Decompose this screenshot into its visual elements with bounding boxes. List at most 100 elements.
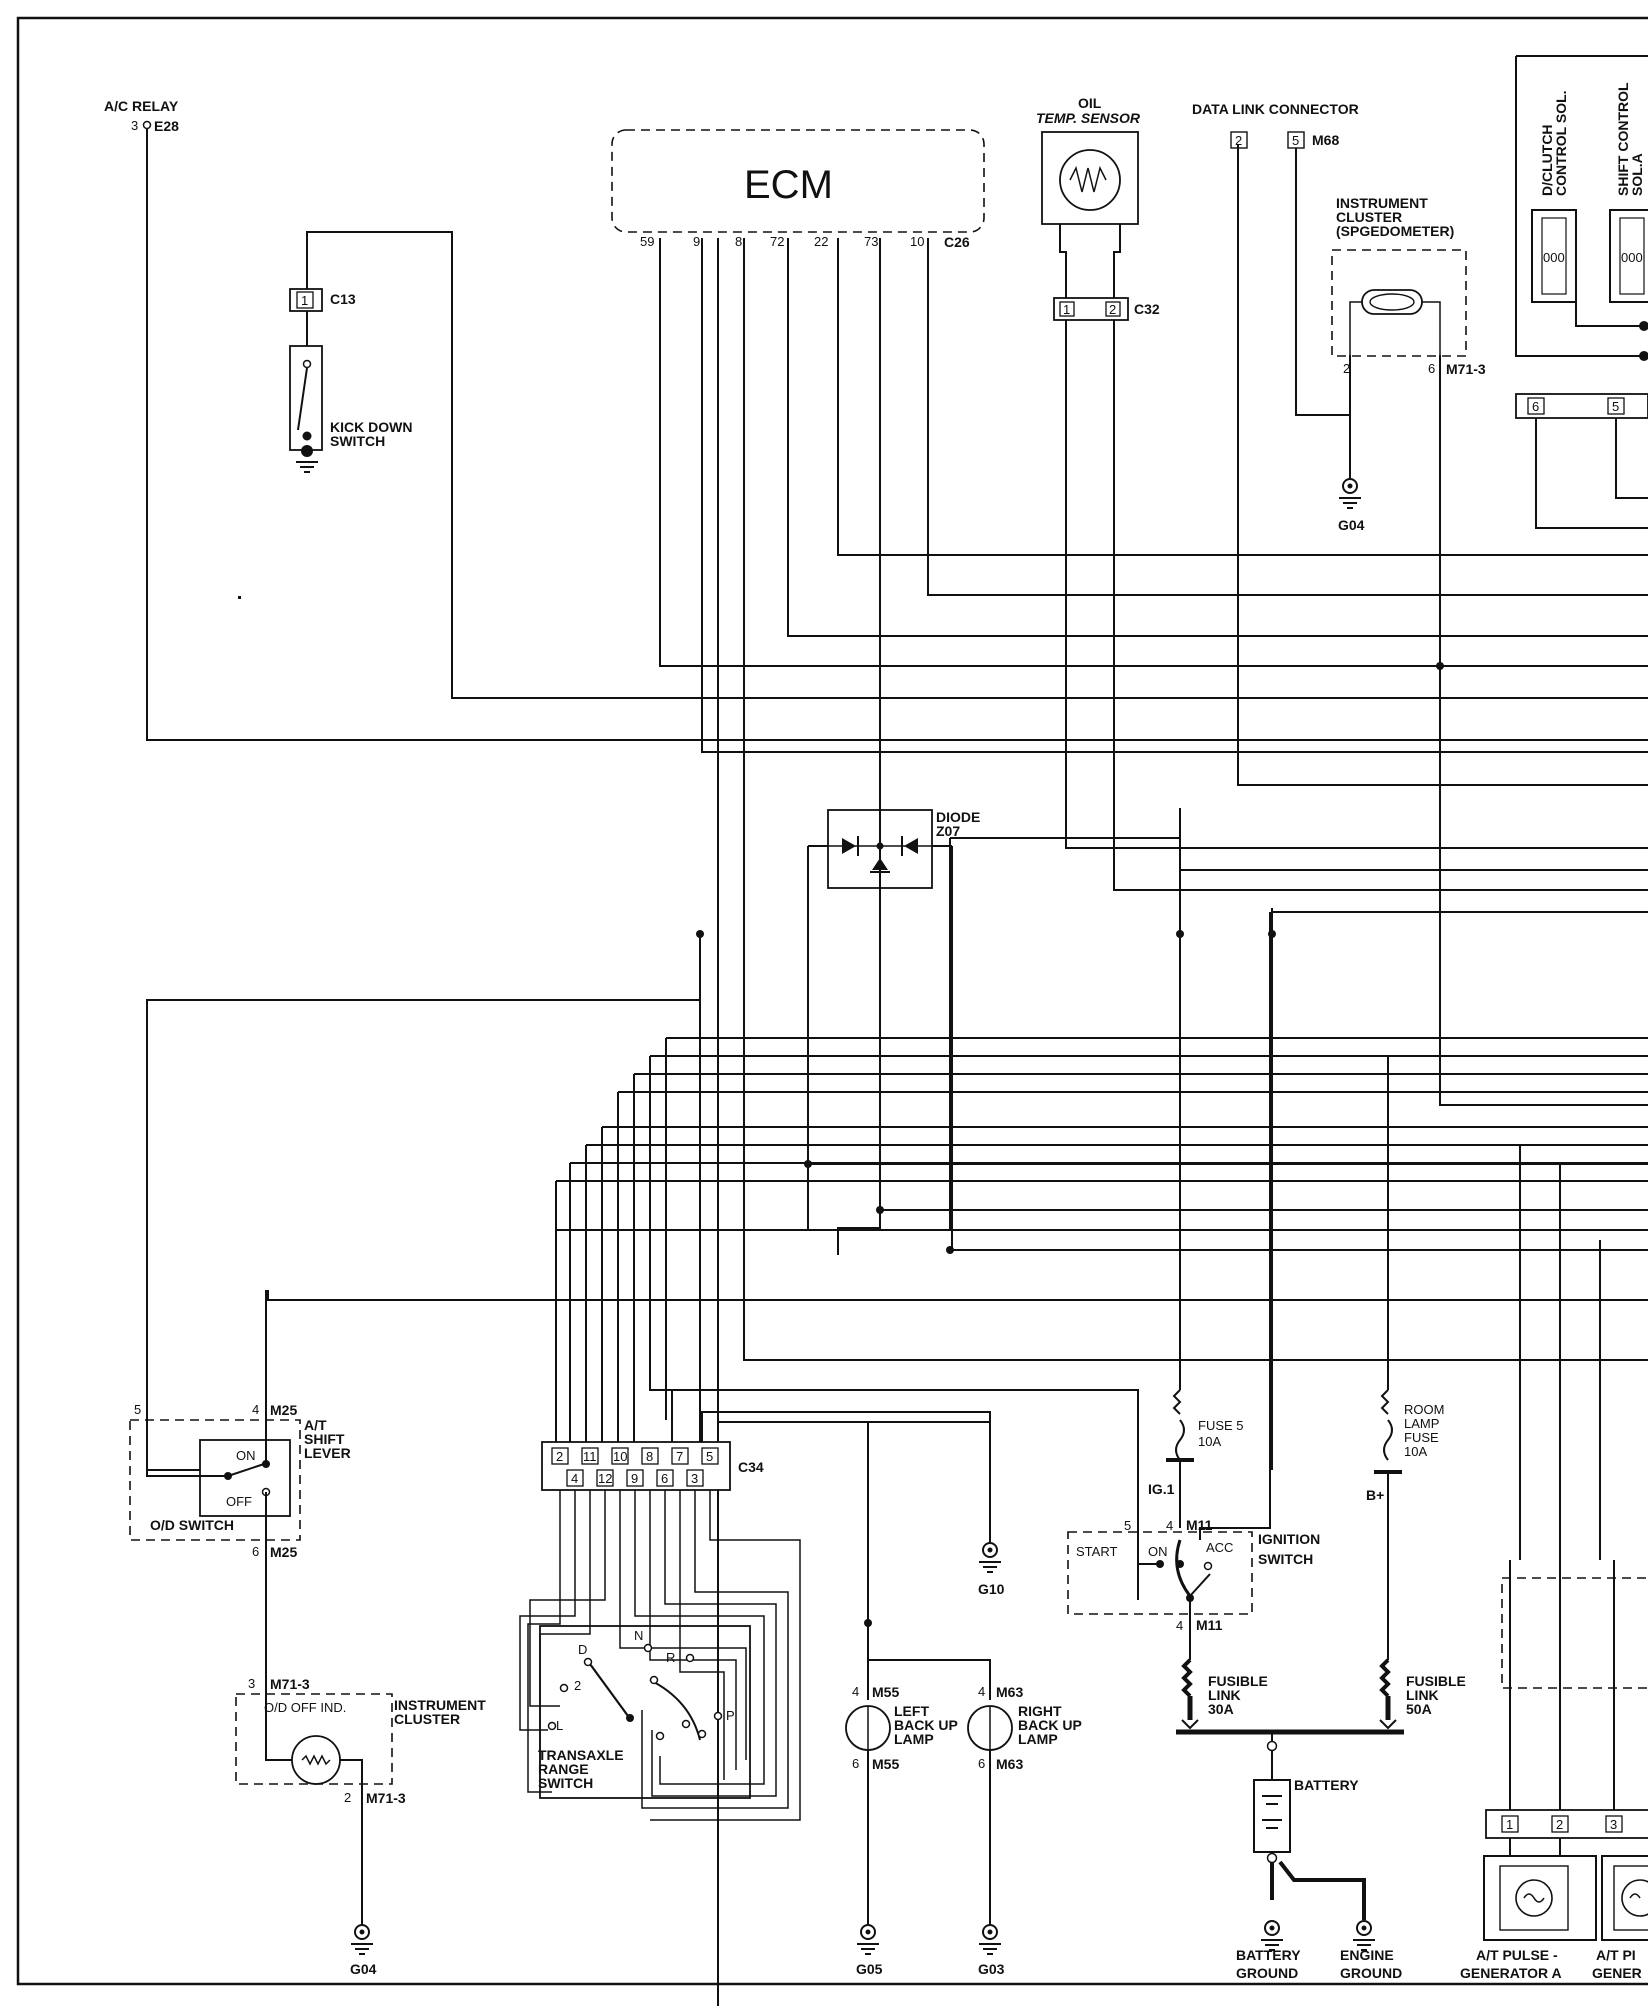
sl-connector-top: M25 bbox=[270, 1402, 297, 1418]
trs-label-1: TRANSAXLE bbox=[538, 1747, 624, 1763]
dlc-title: DATA LINK CONNECTOR bbox=[1192, 101, 1359, 117]
od-cluster-2: CLUSTER bbox=[394, 1711, 460, 1727]
ecm-pin-22: 22 bbox=[814, 234, 828, 249]
od-cluster-1: INSTRUMENT bbox=[394, 1697, 486, 1713]
oil-temp-title-1: OIL bbox=[1078, 95, 1102, 111]
sol-pin-5: 5 bbox=[1612, 399, 1619, 414]
shift-sol-label-1: SHIFT CONTROL bbox=[1615, 82, 1631, 196]
pg-b-label-1: A/T PI bbox=[1596, 1947, 1636, 1963]
c34-top-2: 2 bbox=[556, 1449, 563, 1464]
lbl-pin-top: 4 bbox=[852, 1684, 859, 1699]
kick-down-switch: 1 C13 KICK DOWN SWITCH bbox=[289, 288, 412, 473]
ecm-title: ECM bbox=[744, 163, 833, 207]
c34-bot-6: 6 bbox=[661, 1471, 668, 1486]
eng-ground-2: GROUND bbox=[1340, 1965, 1402, 1981]
bat-ground-1: BATTERY bbox=[1236, 1947, 1301, 1963]
c34-top-11: 11 bbox=[583, 1449, 597, 1464]
ac-relay-title: A/C RELAY bbox=[104, 98, 179, 114]
c34-top-5: 5 bbox=[706, 1449, 713, 1464]
wire-harness bbox=[146, 128, 1648, 2006]
ecm-connector: C26 bbox=[944, 234, 970, 250]
oil-temp-connector: C32 bbox=[1134, 301, 1160, 317]
od-off-label: O/D OFF IND. bbox=[264, 1700, 346, 1715]
od-connector-top: M71-3 bbox=[270, 1676, 310, 1692]
oil-temp-title-2: TEMP. SENSOR bbox=[1036, 110, 1141, 126]
ignition-switch: 5 4 M11 START ON ACC IGNITION SWITCH 4 M… bbox=[1067, 912, 1320, 1660]
at-shift-lever: 5 4 M25 A/T SHIFT LEVER ON OFF O/D SWITC… bbox=[129, 1290, 351, 1700]
g04-lower-label: G04 bbox=[350, 1961, 377, 1977]
fl30-label-1: FUSIBLE bbox=[1208, 1673, 1268, 1689]
ground-g04-upper: G04 bbox=[1338, 478, 1365, 533]
ign-label-2: SWITCH bbox=[1258, 1551, 1313, 1567]
od-switch-label: O/D SWITCH bbox=[150, 1517, 234, 1533]
rbl-connector-top: M63 bbox=[996, 1684, 1023, 1700]
pg-pin-3: 3 bbox=[1610, 1817, 1617, 1832]
od-connector-bottom: M71-3 bbox=[366, 1790, 406, 1806]
fuse5-label-2: 10A bbox=[1198, 1434, 1221, 1449]
lbl-connector-top: M55 bbox=[872, 1684, 899, 1700]
ground-g04-lower: G04 bbox=[350, 1924, 377, 1977]
oil-temp-pin-2: 2 bbox=[1109, 302, 1116, 317]
lbl-label-2: BACK UP bbox=[894, 1717, 958, 1733]
c34-bot-4: 4 bbox=[571, 1471, 578, 1486]
diode-label-1: DIODE bbox=[936, 809, 980, 825]
ecm-pin-59: 59 bbox=[640, 234, 654, 249]
g05-label: G05 bbox=[856, 1961, 883, 1977]
fusible-links: FUSIBLE LINK 30A FUSIBLE LINK 50A bbox=[1176, 1658, 1466, 1742]
rlf-bus: B+ bbox=[1366, 1487, 1384, 1503]
dclutch-label-1: D/CLUTCH bbox=[1539, 124, 1555, 196]
rlf-label-2: LAMP bbox=[1404, 1416, 1439, 1431]
c34-bot-9: 9 bbox=[631, 1471, 638, 1486]
eng-ground-1: ENGINE bbox=[1340, 1947, 1394, 1963]
g03-label: G03 bbox=[978, 1961, 1005, 1977]
oil-temp-pin-1: 1 bbox=[1063, 302, 1070, 317]
kd-label-1: KICK DOWN bbox=[330, 419, 412, 435]
transaxle-range-switch: D N R 2 L P TRANSAXLE RANGE SWITCH bbox=[519, 1490, 801, 1821]
sl-off: OFF bbox=[226, 1494, 252, 1509]
trs-pos-2: 2 bbox=[574, 1678, 581, 1693]
ecm-pin-73: 73 bbox=[864, 234, 878, 249]
kd-pin: 1 bbox=[301, 293, 308, 308]
right-backup-lamp: 4 M63 RIGHT BACK UP LAMP 6 M63 G03 bbox=[967, 1684, 1082, 1977]
c34-bot-3: 3 bbox=[691, 1471, 698, 1486]
fuse5-label-1: FUSE 5 bbox=[1198, 1418, 1244, 1433]
ign-connector-bottom: M11 bbox=[1196, 1617, 1223, 1633]
room-lamp-fuse: ROOM LAMP FUSE 10A B+ bbox=[1366, 1389, 1444, 1660]
sl-label-3: LEVER bbox=[304, 1445, 351, 1461]
stray-mark bbox=[238, 596, 241, 599]
shift-sol-label-2: SOL.A bbox=[1629, 153, 1645, 196]
ecm-pin-72: 72 bbox=[770, 234, 784, 249]
rlf-label-1: ROOM bbox=[1404, 1402, 1444, 1417]
speedo-title-3: (SPGEDOMETER) bbox=[1336, 223, 1454, 239]
rbl-connector-bottom: M63 bbox=[996, 1756, 1023, 1772]
c34-top-8: 8 bbox=[646, 1449, 653, 1464]
ecm-pin-9: 9 bbox=[693, 234, 700, 249]
pg-a-label-1: A/T PULSE - bbox=[1476, 1947, 1558, 1963]
g10-label: G10 bbox=[978, 1581, 1005, 1597]
dclutch-label-2: CONTROL SOL. bbox=[1553, 90, 1569, 196]
dlc-connector: M68 bbox=[1312, 132, 1339, 148]
ac-relay-pin: 3 bbox=[131, 118, 138, 133]
g04-upper-label: G04 bbox=[1338, 517, 1365, 533]
lbl-label-3: LAMP bbox=[894, 1731, 934, 1747]
trs-label-3: SWITCH bbox=[538, 1775, 593, 1791]
pulse-generators: 1 2 3 A/T PULSE - GENERATOR A A/T PI GEN… bbox=[1460, 1560, 1648, 1981]
sl-pin-6: 6 bbox=[252, 1544, 259, 1559]
trs-pos-d: D bbox=[578, 1642, 587, 1657]
ecm: ECM 59 9 8 72 22 73 10 C26 bbox=[611, 129, 985, 250]
dlc-pin-2: 2 bbox=[1235, 133, 1242, 148]
dlc-pin-5: 5 bbox=[1292, 133, 1299, 148]
battery-label: BATTERY bbox=[1294, 1777, 1359, 1793]
speedo-pin-2: 2 bbox=[1343, 361, 1350, 376]
diode-label-2: Z07 bbox=[936, 823, 960, 839]
sol-pin-6: 6 bbox=[1532, 399, 1539, 414]
ign-pin-bottom: 4 bbox=[1176, 1618, 1183, 1633]
ign-start: START bbox=[1076, 1544, 1117, 1559]
speedo-connector: M71-3 bbox=[1446, 361, 1486, 377]
c34-top-7: 7 bbox=[676, 1449, 683, 1464]
kd-connector: C13 bbox=[330, 291, 356, 307]
speedo-pin-6: 6 bbox=[1428, 361, 1435, 376]
ign-pin-5: 5 bbox=[1124, 1518, 1131, 1533]
oil-temp-sensor: OIL TEMP. SENSOR 1 2 C32 bbox=[1036, 95, 1160, 321]
